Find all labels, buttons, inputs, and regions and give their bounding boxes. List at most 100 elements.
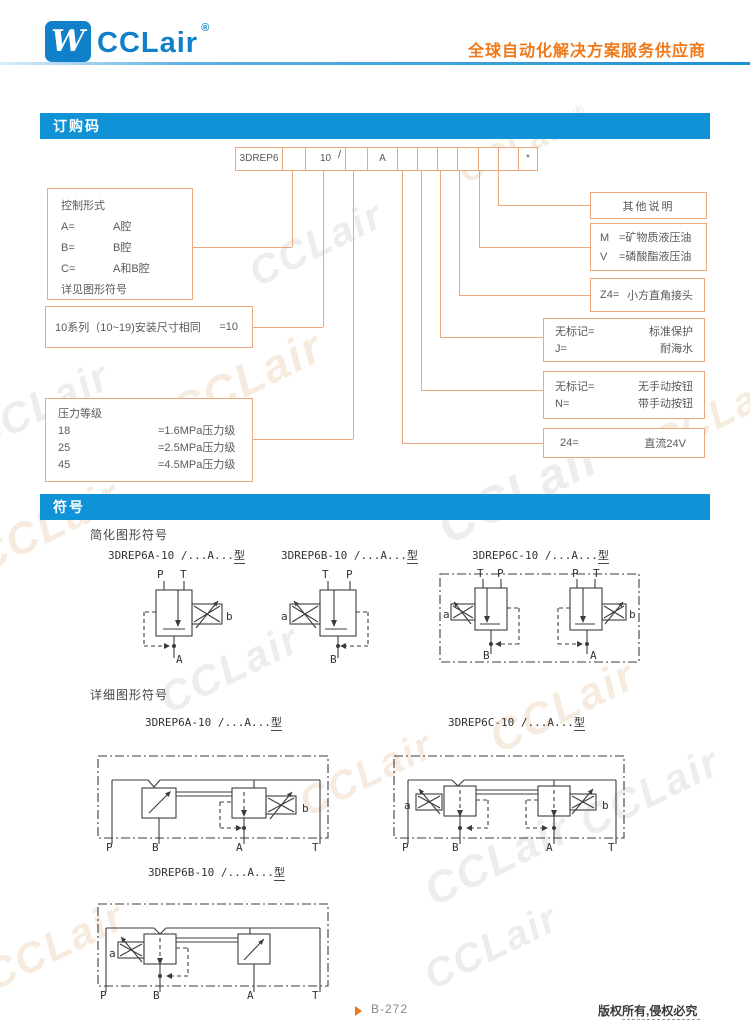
connector-line (292, 171, 293, 247)
assembly-boundary (97, 755, 329, 839)
valve-body: P T (155, 568, 193, 637)
protection-box: 无标记=标准保护 J=耐海水 (543, 318, 705, 362)
pilot-path: B (330, 611, 369, 666)
option-value: 无手动按钮 (638, 381, 693, 393)
connector-line (421, 171, 422, 390)
port-label-t: T (312, 989, 319, 1002)
logo-glyph: W (51, 23, 85, 59)
connector-line (421, 390, 543, 391)
solenoid-label: b (302, 802, 309, 815)
port-label-b: B (330, 653, 337, 666)
port-label-b: B (452, 841, 459, 854)
connector-line (193, 247, 292, 248)
port-label-b: B (483, 649, 490, 662)
order-code-row: 3DREP6 10 A * (235, 147, 538, 171)
connector-line (402, 443, 543, 444)
manual-button-box: 无标记=无手动按钮 N=带手动按钮 (543, 371, 705, 419)
simplified-symbol-b-diagram: a T P B (281, 568, 369, 666)
copyright-notice: 版权所有,侵权必究 (598, 1004, 698, 1018)
proportional-solenoid: a (281, 600, 321, 629)
detailed-symbol-b-diagram: a P B A T (97, 903, 329, 1002)
order-code-cell: * (518, 147, 538, 171)
voltage-box: 24= 直流24V (543, 428, 705, 458)
connector-line (498, 171, 499, 205)
caption-model: 3DREP6C-10 /...A... (472, 549, 598, 562)
option-key: J= (555, 343, 567, 355)
option-key: 18 (58, 425, 71, 437)
right-valve-block (525, 785, 571, 844)
connector-line (253, 327, 323, 328)
left-solenoid: a (109, 936, 145, 963)
caption-model: 3DREP6A-10 /...A... (108, 549, 234, 562)
internal-piping (111, 779, 321, 844)
port-label-t: T (312, 841, 319, 854)
option-value: 标准保护 (649, 326, 693, 338)
simplified-symbol-a-diagram: P T b A (143, 568, 233, 666)
port-label-p: P (497, 567, 504, 580)
order-code-cell (498, 147, 519, 171)
valve-body: T P (319, 568, 357, 637)
option-key: 24= (560, 437, 579, 449)
option-key: 25 (58, 442, 71, 454)
detailed-symbol-a-diagram: b P B A T (97, 755, 329, 854)
caption-model: 3DREP6B-10 /...A... (148, 866, 274, 879)
order-code-cell: 10 (305, 147, 346, 171)
order-code-cell (417, 147, 438, 171)
option-key: B= (61, 242, 75, 254)
order-code-cell (457, 147, 479, 171)
connector-line (253, 439, 353, 440)
option-value: A和B腔 (113, 263, 150, 275)
caption-model: 3DREP6B-10 /...A... (281, 549, 407, 562)
option-key: 无标记= (555, 381, 595, 393)
option-key: C= (61, 263, 76, 275)
connector-line (479, 171, 480, 247)
connector-line (402, 171, 403, 443)
caption-type: 型 (597, 549, 609, 564)
option-value: B腔 (113, 242, 132, 254)
other-notes-box: 其他说明 (590, 192, 707, 219)
port-label-t: T (593, 567, 600, 580)
box-title: 压力等级 (58, 408, 102, 420)
caption-type: 型 (573, 716, 585, 731)
solenoid-label: a (443, 608, 450, 621)
connector-line (440, 171, 441, 337)
registered-mark: ® (201, 22, 211, 35)
reducing-valve-block (237, 933, 271, 992)
order-code-cell: A (367, 147, 398, 171)
box-footer: 详见图形符号 (61, 284, 127, 296)
option-value: 直流24V (644, 438, 686, 450)
connector-line (459, 295, 590, 296)
pilot-path: A (143, 611, 183, 666)
caption-type: 型 (270, 716, 282, 731)
footer-fineprint-line (622, 1019, 700, 1020)
port-label-p: P (346, 568, 353, 581)
option-key: M (600, 232, 610, 244)
internal-piping (407, 779, 617, 844)
feedback-path (219, 801, 246, 831)
connector-line (498, 205, 590, 206)
connector-line (440, 337, 543, 338)
order-code-cell: 3DREP6 (235, 147, 283, 171)
solenoid-label: a (404, 799, 411, 812)
solenoid-label: a (109, 947, 116, 960)
port-label-a: A (247, 989, 254, 1002)
caption-type: 型 (233, 549, 245, 564)
right-valve: P T b A (557, 567, 636, 662)
watermark: CCLair (242, 192, 391, 296)
option-key: Z4= (600, 289, 620, 301)
option-key: 45 (58, 459, 71, 471)
option-value: =4.5MPa压力级 (158, 459, 236, 471)
port-label-t: T (477, 567, 484, 580)
assembly-boundary (439, 573, 640, 663)
box-title: 控制形式 (61, 200, 105, 212)
port-label-p: P (106, 841, 113, 854)
port-label-p: P (402, 841, 409, 854)
assembly-boundary (97, 903, 329, 987)
control-type-box: 控制形式 A=A腔 B=B腔 C=A和B腔 详见图形符号 (47, 188, 193, 300)
connector-line (459, 171, 460, 295)
watermark: CCLair (417, 895, 566, 999)
order-code-slash: / (338, 149, 342, 161)
option-key: V (600, 251, 608, 263)
option-value: =1.6MPa压力级 (158, 425, 236, 437)
